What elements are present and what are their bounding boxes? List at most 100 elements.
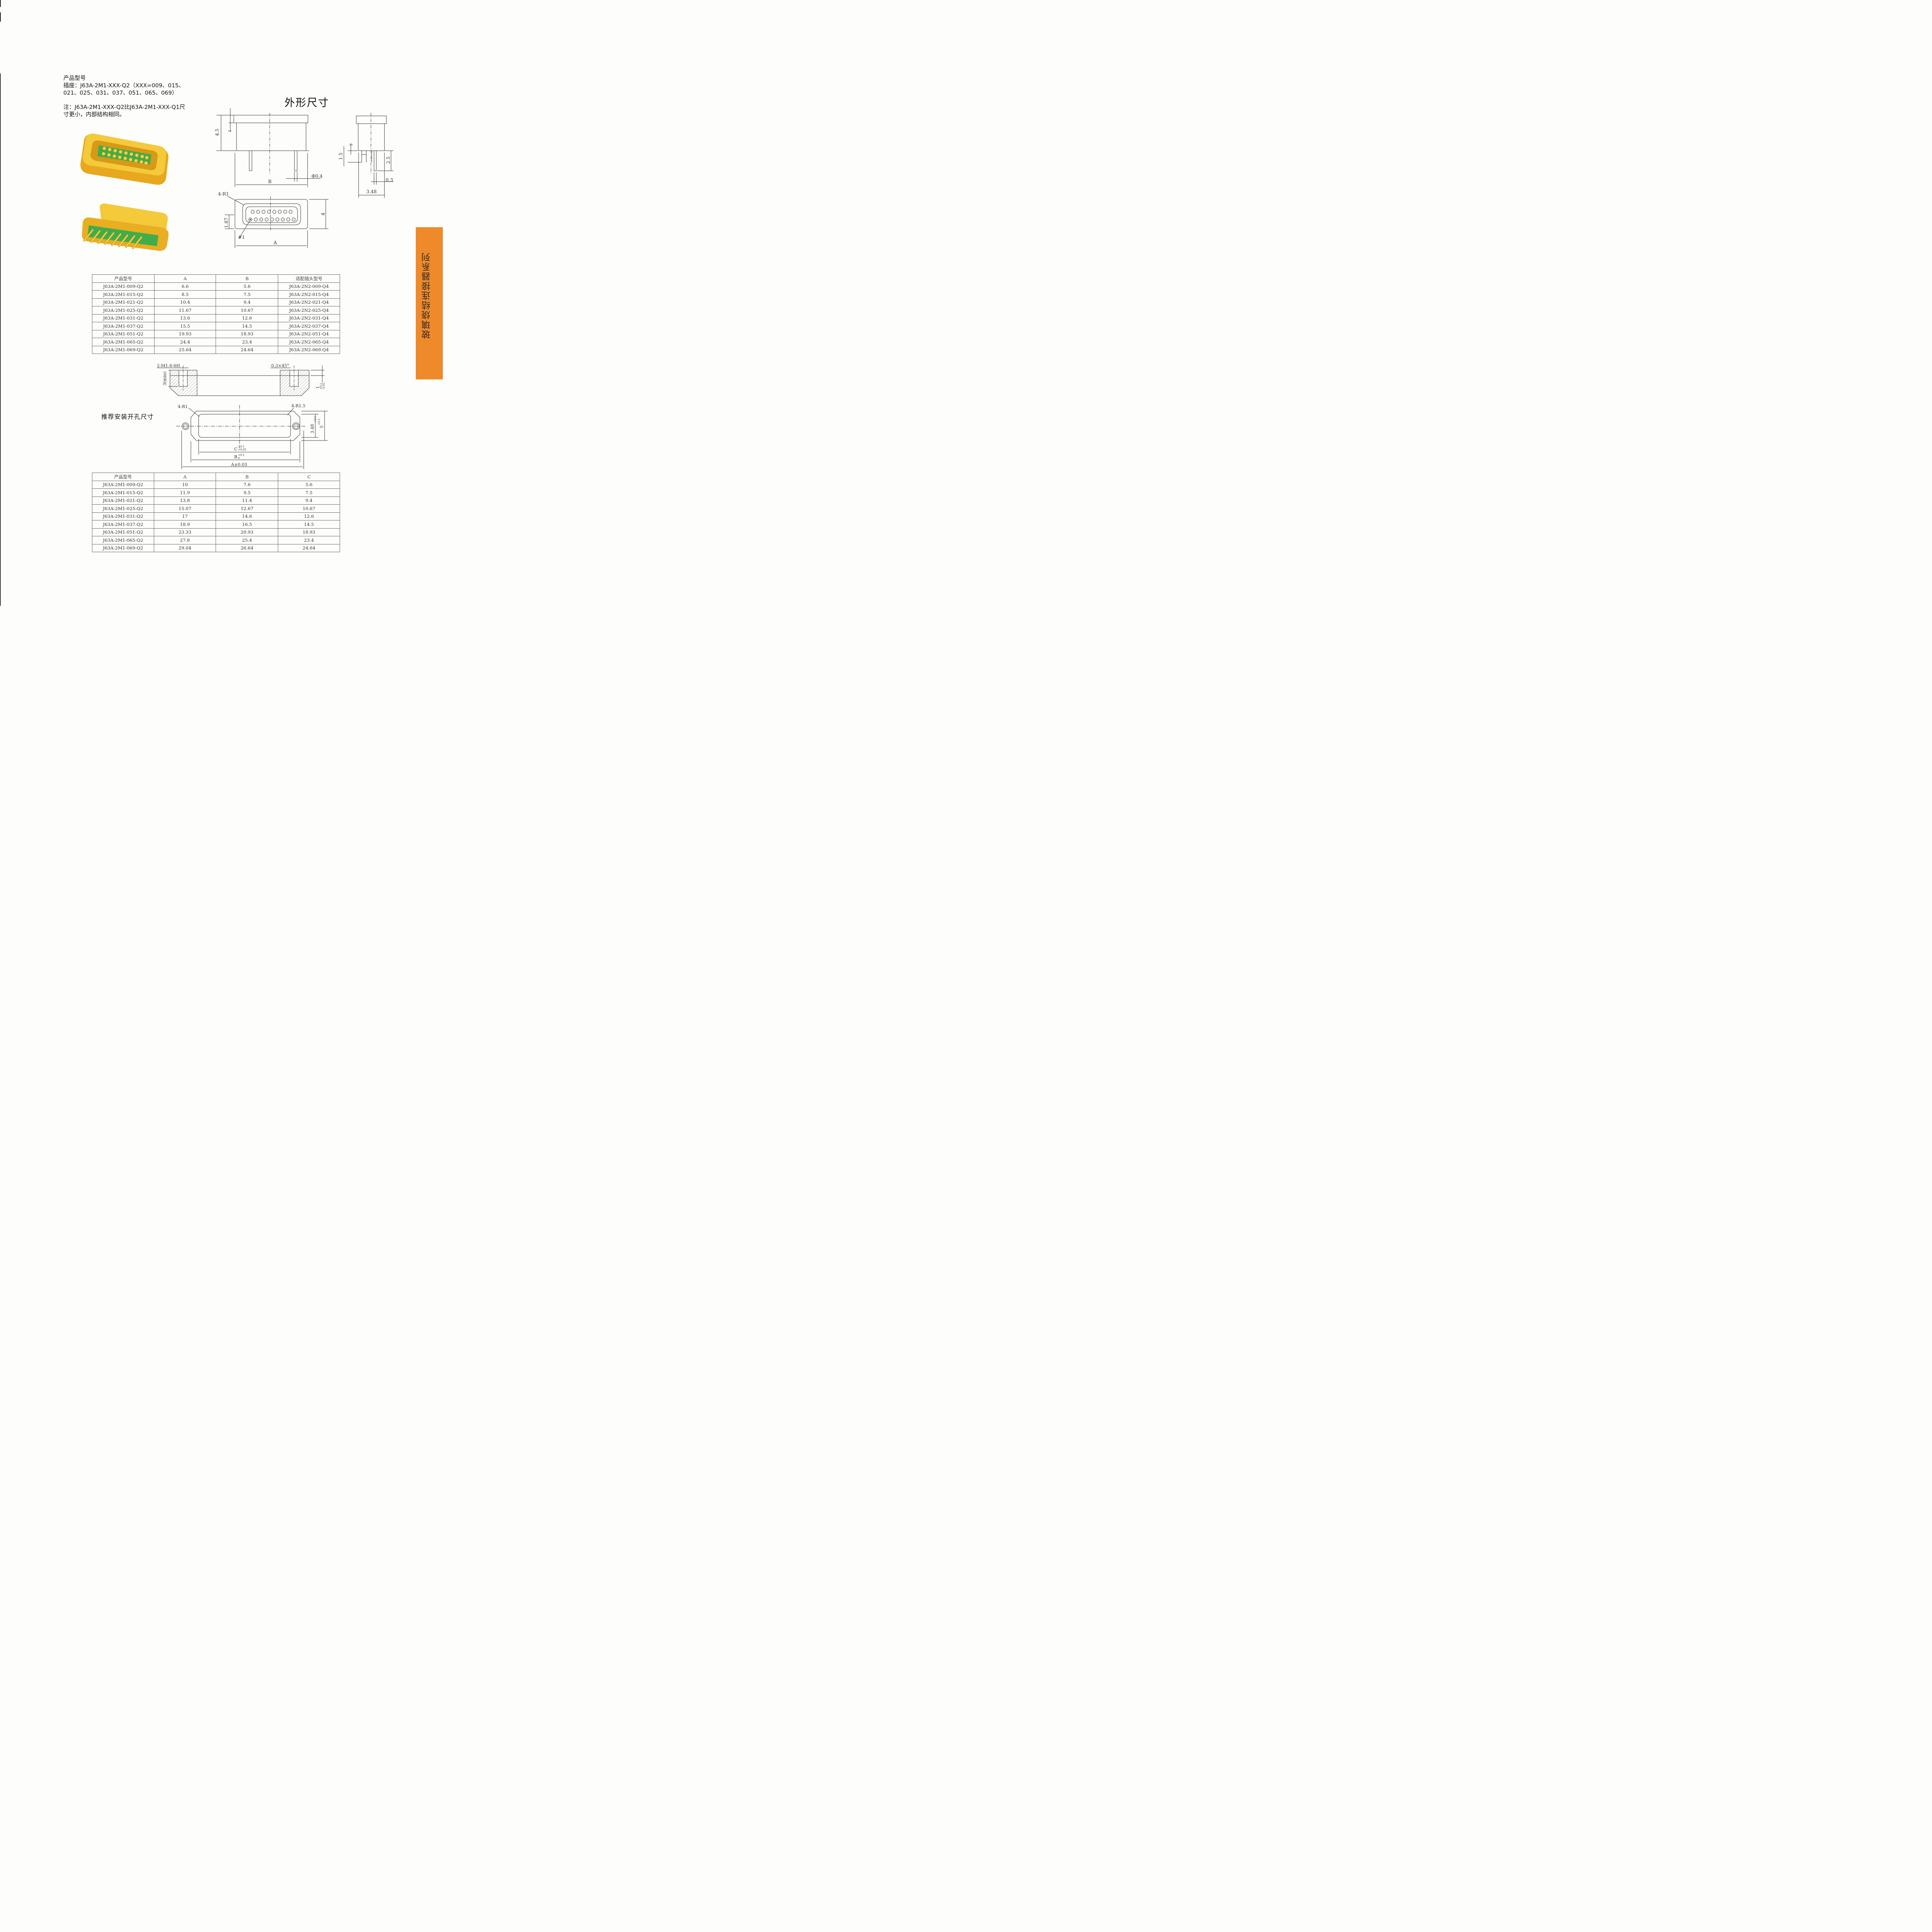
table-cell: 23.4 [216,338,279,346]
table-cell: 6.6 [154,282,216,291]
connector-front-image [80,133,168,185]
table-cell: 15.07 [153,504,216,513]
table-cell: J63A-2M1-009-Q2 [92,480,154,489]
table-cell: J63A-2M1-065-Q2 [92,338,155,346]
table-cell: J63A-2N2-069-Q4 [278,345,340,354]
dim-label: 1 [349,144,354,146]
table-cell: 19.93 [154,330,216,338]
table-cell: 7.5 [216,290,279,299]
table-cell: J63A-2N2-015-Q4 [278,290,340,299]
dim-label: #1 [238,235,245,240]
table-cell: J63A-2M1-037-Q2 [92,322,155,330]
outline-drawing: 4.5 1 B Φ0.4 4-R1 1.87 4 #1 A 1 1.5 2.5 … [214,108,393,248]
table-cell: J63A-2N2-031-Q4 [278,314,340,322]
table-cell: 17 [153,512,216,520]
dim-label: A±0.03 [231,462,247,467]
table-cell: 14.6 [216,512,279,520]
page-rule [0,0,1,7]
outline-title: 外形尺寸 [284,97,329,109]
dim-label: C [234,447,237,452]
intro-note-line: 寸更小，内部结构相同。 [63,112,125,118]
connector-rear-image [82,203,169,251]
dim-label: 0.3×45° [271,363,289,368]
dim-label: 4-R1 [218,191,229,197]
table-cell: 5.6 [278,480,340,489]
table-cell: 10 [153,480,216,489]
table-cell: J63A-2N2-025-Q4 [278,306,340,315]
table-cell: 18.93 [216,330,279,338]
intro-heading: 产品型号 [63,75,86,82]
page-rule [0,73,1,606]
dim-label: 1.87 [224,218,229,228]
dim-label: +0.1 [314,416,317,423]
intro-socket-line: 021、025、031、037、051、065、069） [63,90,178,96]
dim-label: +0.1 [238,454,245,457]
table-cell: 13.8 [153,496,216,505]
dim-label: 0.3 [386,177,393,183]
mounting-drawing: 2-M1.6-6H 0.3×45° 3(min) 1 +0.1 -0.05 4-… [157,363,328,469]
series-side-tab: 玻璃烧结连接器系列 [416,227,443,379]
table-cell: J63A-2M1-021-Q2 [92,496,154,505]
table-header-cell: 产品型号 [92,274,155,283]
table-cell: J63A-2M1-037-Q2 [92,520,154,529]
table-cell: J63A-2M1-021-Q2 [92,298,155,306]
table-cell: 12.6 [278,512,340,520]
table-cell: J63A-2M1-025-Q2 [92,306,155,315]
dim-label: 3(min) [162,371,167,386]
table-cell: 9.4 [216,298,279,306]
dim-label: B [234,454,237,459]
table-cell: 5.6 [216,282,279,291]
dim-label: 0 [238,457,240,460]
table-cell: 18.9 [153,520,216,529]
dim-label: -0.05 [322,383,325,389]
dim-label: 1 [315,386,320,389]
table-cell: 24.64 [278,544,340,552]
product-intro: 产品型号 插座：J63A-2M1-XXX-Q2（XXX=009、015、 021… [63,75,202,119]
table-cell: 18.93 [278,528,340,536]
series-side-tab-label: 玻璃烧结连接器系列 [422,252,432,339]
dim-label: +0.1 [238,445,245,448]
table-cell: 14.5 [278,520,340,529]
dim-label: B [268,179,272,184]
table-header-cell: B [216,473,279,481]
table-cell: J63A-2N2-037-Q4 [278,322,340,330]
table-header-cell: 产品型号 [92,473,154,481]
dim-label: 2.5 [386,156,391,164]
table-cell: 12.6 [216,314,279,322]
dim-label: +0.1 [320,383,323,389]
dim-label: +0.05 [238,448,246,451]
intro-socket-line: 插座：J63A-2M1-XXX-Q2（XXX=009、015、 [63,83,184,89]
table-cell: 24.4 [154,338,216,346]
dim-label: 3.48 [366,189,377,194]
table-cell: J63A-2N2-009-Q4 [278,282,340,291]
dim-label: Φ0.4 [311,173,323,179]
table-cell: 11.9 [153,488,216,497]
table-cell: 10.67 [278,504,340,513]
table-cell: 9.4 [278,496,340,505]
table-cell: 26.64 [216,544,279,552]
dim-label: 1.5 [338,153,344,160]
table-cell: 20.93 [216,528,279,536]
table-cell: 16.5 [216,520,279,529]
table-header-cell: 适配插头型号 [278,274,340,283]
dim-label: 4 [320,213,326,216]
table-cell: J63A-2N2-065-Q4 [278,338,340,346]
page-rule [0,12,1,22]
table-cell: 9.5 [216,488,279,497]
